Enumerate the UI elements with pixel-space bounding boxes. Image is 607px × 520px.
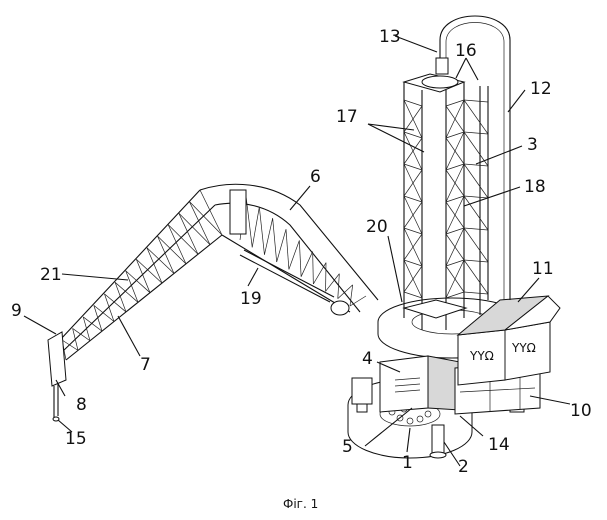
- inclined-jib: [47, 189, 223, 422]
- equipment-boxes: ΥΥΩ ΥΥΩ: [456, 295, 561, 386]
- ref-11: 11: [532, 259, 554, 279]
- ref-21: 21: [40, 265, 62, 285]
- ref-9: 9: [11, 301, 22, 321]
- ref-18: 18: [524, 177, 546, 197]
- ref-8: 8: [76, 395, 87, 415]
- control-cabinet: [379, 355, 461, 413]
- ref-4: 4: [362, 349, 373, 369]
- box-marking-2: ΥΥΩ: [511, 341, 536, 355]
- ref-6: 6: [310, 167, 321, 187]
- ref-15: 15: [65, 429, 87, 449]
- ref-19: 19: [240, 289, 262, 309]
- ref-2: 2: [458, 457, 469, 477]
- leader-lines: [23, 35, 571, 467]
- box-marking-1: ΥΥΩ: [469, 349, 494, 363]
- ref-17: 17: [336, 107, 358, 127]
- ref-7: 7: [140, 355, 151, 375]
- figure-caption: Фіг. 1: [283, 497, 318, 511]
- horizontal-boom: [199, 183, 379, 316]
- ref-3: 3: [527, 135, 538, 155]
- ref-12: 12: [530, 79, 552, 99]
- ref-5: 5: [342, 437, 353, 457]
- ref-16: 16: [455, 41, 477, 61]
- ref-14: 14: [488, 435, 510, 455]
- ref-10: 10: [570, 401, 592, 421]
- reference-numerals: 13 16 12 3 17 18 6 20 11 21 19 9 7 4 8 1…: [11, 27, 592, 477]
- ref-20: 20: [366, 217, 388, 237]
- ref-13: 13: [379, 27, 401, 47]
- ref-1: 1: [402, 453, 413, 473]
